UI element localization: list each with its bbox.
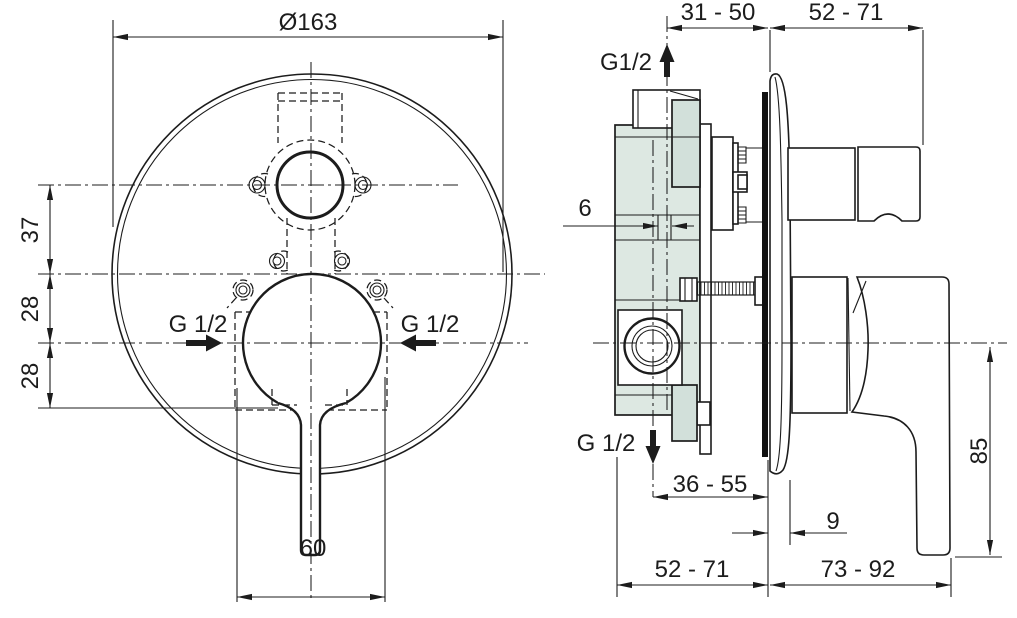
left-inlet-label: G 1/2 xyxy=(169,311,228,338)
bottom-outlet-bore xyxy=(635,329,669,363)
mid-pipe-hidden xyxy=(268,218,351,274)
outlet-sleeve xyxy=(787,147,856,221)
side-extension-lines xyxy=(616,30,1002,597)
top-outlet-arrow xyxy=(659,44,675,77)
dim-28-low-label: 28 xyxy=(17,363,44,390)
dim-28-mid-label: 28 xyxy=(17,296,44,323)
handle-lever-face-line xyxy=(852,280,867,314)
handle-cap-edge xyxy=(847,277,851,412)
left-inlet-arrow xyxy=(186,334,222,352)
bottom-connection-label: G 1/2 xyxy=(577,430,636,457)
escutcheon-face-line xyxy=(774,76,783,472)
handle-cap xyxy=(791,276,848,414)
riser-pipe-hidden xyxy=(277,92,343,143)
body-edges xyxy=(615,136,700,396)
body-corner-screw-ears xyxy=(226,279,394,309)
bottom-outlet-port xyxy=(623,317,681,375)
side-dimension-lines xyxy=(563,24,994,589)
dim-6-label: 6 xyxy=(578,195,591,222)
valve-body-hidden-outline xyxy=(234,311,388,411)
outlet-connection-stub xyxy=(857,146,921,222)
dim-60-label: 60 xyxy=(300,535,327,562)
body-bottom-tab xyxy=(671,384,698,442)
dim-31-50-label: 31 - 50 xyxy=(681,0,756,26)
dim-73-92-label: 73 - 92 xyxy=(821,556,896,583)
dim-52-71-bottom-label: 52 - 71 xyxy=(655,556,730,583)
front-extension-lines xyxy=(38,20,504,602)
handle-knob-circle xyxy=(241,272,383,405)
dim-85-label: 85 xyxy=(966,438,993,465)
right-inlet-label: G 1/2 xyxy=(401,311,460,338)
front-view: G 1/2 G 1/2 Ø163 37 28 28 60 xyxy=(17,9,545,602)
dim-36-55-label: 36 - 55 xyxy=(673,471,748,498)
stem-hidden-slot xyxy=(271,389,348,406)
front-dimension-lines xyxy=(46,33,503,601)
top-connection-label: G1/2 xyxy=(600,49,652,76)
socket-detail xyxy=(637,90,699,128)
right-inlet-arrow xyxy=(400,334,436,352)
dim-9-label: 9 xyxy=(826,508,839,535)
wall-seal-bar xyxy=(762,92,768,457)
side-view: G1/2 G 1/2 31 - 50 52 - 71 6 36 - 55 9 5… xyxy=(563,0,1007,597)
dim-52-71-top-label: 52 - 71 xyxy=(809,0,884,26)
front-centerlines xyxy=(38,62,545,602)
plate-diameter-label: Ø163 xyxy=(279,9,338,36)
dim-37-label: 37 xyxy=(17,217,44,244)
bottom-outlet-arrow xyxy=(645,430,661,464)
cartridge xyxy=(711,136,762,231)
fixing-screw xyxy=(679,276,764,306)
body-top-tab xyxy=(671,99,701,188)
bottom-outlet-ring xyxy=(631,325,673,367)
handle-lever xyxy=(850,276,951,556)
lever-stem-fill xyxy=(278,388,346,555)
body-bottom-step xyxy=(696,401,711,426)
